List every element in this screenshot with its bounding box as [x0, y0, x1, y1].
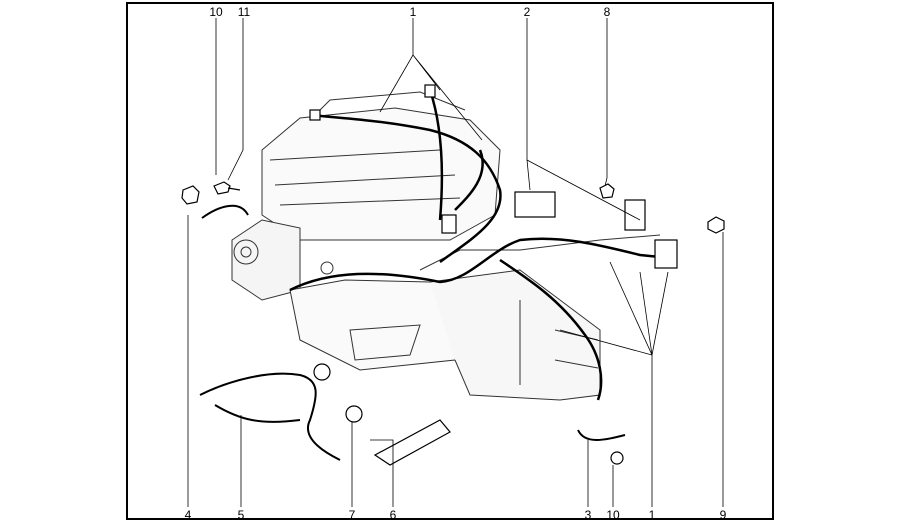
nut-icon: [599, 183, 615, 199]
grommet-icon: [345, 405, 363, 423]
nut-icon: [181, 185, 200, 205]
callout-4: 4: [184, 508, 192, 522]
connector-housing-icon: [514, 191, 556, 218]
callout-8: 8: [603, 5, 611, 19]
bolt-icon: [213, 181, 241, 195]
callout-7: 7: [348, 508, 356, 522]
callout-1-bottom: 1: [648, 508, 656, 522]
ground-cable-icon: [577, 429, 626, 441]
callout-5: 5: [237, 508, 245, 522]
wiring-harness: [289, 89, 671, 401]
diagram-frame: [126, 2, 774, 520]
connectors: [309, 84, 678, 269]
nut-icon: [610, 451, 624, 465]
callout-2: 2: [523, 5, 531, 19]
callout-11: 11: [237, 5, 251, 19]
callout-10-bottom: 10: [606, 508, 620, 522]
callout-10-top: 10: [209, 5, 223, 19]
callout-1-top: 1: [409, 5, 417, 19]
callout-3: 3: [584, 508, 592, 522]
ground-cable-icon: [201, 204, 249, 219]
bracket-icon: [373, 419, 451, 466]
leader-lines: [187, 18, 724, 507]
sub-harness-icon: [199, 372, 341, 461]
callout-9: 9: [719, 508, 727, 522]
nut-icon: [707, 216, 725, 234]
loose-parts: [181, 181, 725, 466]
callout-6: 6: [389, 508, 397, 522]
